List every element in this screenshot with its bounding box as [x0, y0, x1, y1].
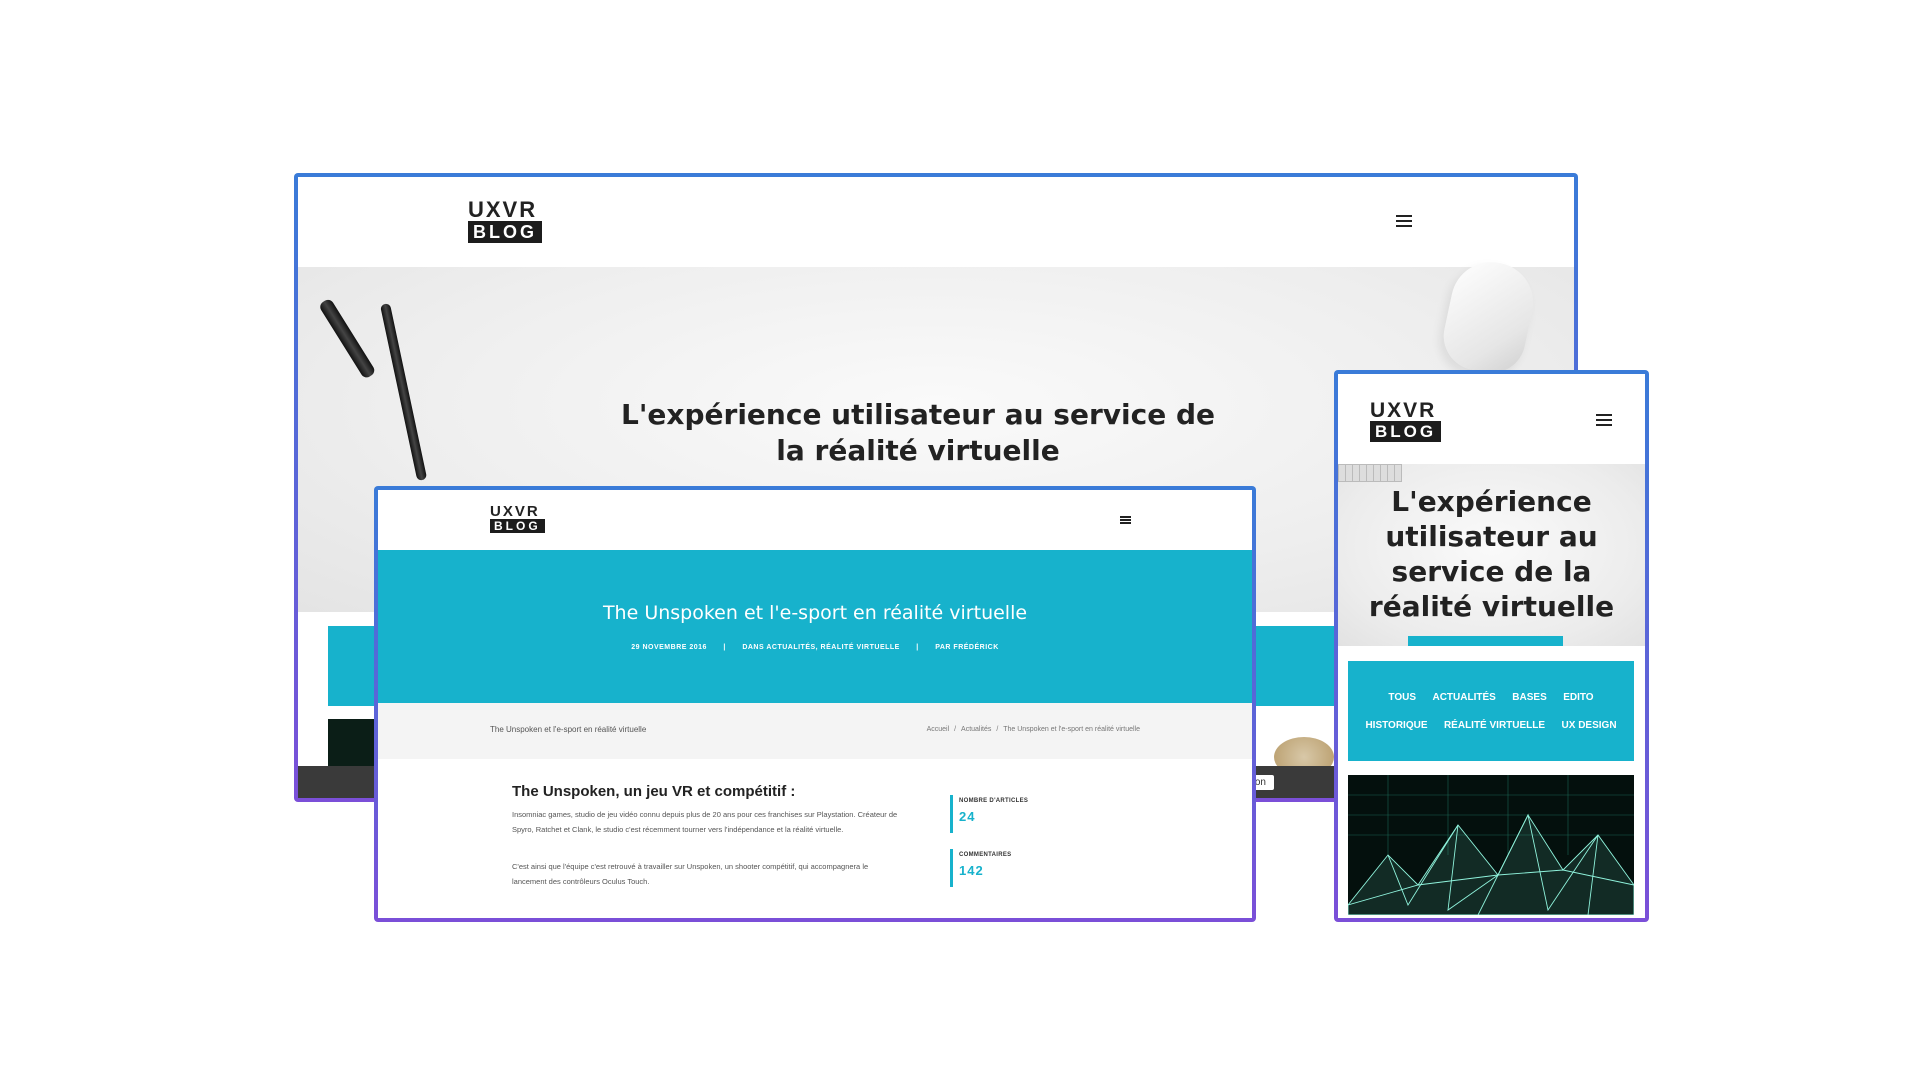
category-menu-row: HISTORIQUE RÉALITÉ VIRTUELLE UX DESIGN [1348, 715, 1634, 733]
breadcrumb-separator: / [954, 726, 957, 733]
breadcrumb-home[interactable]: Accueil [926, 726, 950, 733]
article-categories[interactable]: DANS ACTUALITÉS, RÉALITÉ VIRTUELLE [742, 644, 900, 651]
logo-blog: BLOG [490, 519, 545, 533]
meta-separator: | [723, 644, 726, 651]
breadcrumb-current: The Unspoken et l'e-sport en réalité vir… [1003, 726, 1140, 733]
hamburger-icon[interactable] [1396, 215, 1412, 227]
article-heading: The Unspoken, un jeu VR et compétitif : [512, 783, 796, 800]
mobile-header: UXVR BLOG [1338, 374, 1645, 464]
article-meta: 29 NOVEMBRE 2016 | DANS ACTUALITÉS, RÉAL… [378, 644, 1252, 651]
logo-wordmark: UXVR [490, 503, 540, 520]
stat-label: NOMBRE D'ARTICLES [959, 798, 1029, 804]
breadcrumb-section[interactable]: Actualités [961, 726, 992, 733]
category-news[interactable]: ACTUALITÉS [1432, 692, 1496, 703]
desktop-logo[interactable]: UXVR BLOG [468, 199, 542, 243]
article-paragraph: C'est ainsi que l'équipe c'est retrouvé … [512, 862, 869, 886]
breadcrumb-page-title: The Unspoken et l'e-sport en réalité vir… [490, 725, 647, 734]
hero-title-line1: L'expérience [1391, 485, 1592, 518]
article-body: The Unspoken, un jeu VR et compétitif : … [378, 759, 1252, 918]
category-all[interactable]: TOUS [1388, 692, 1417, 703]
desktop-header: UXVR BLOG [298, 177, 1574, 267]
mobile-preview: UXVR BLOG L'expérience utilisateur au se… [1334, 370, 1649, 922]
article-date: 29 NOVEMBRE 2016 [631, 644, 707, 651]
category-vr[interactable]: RÉALITÉ VIRTUELLE [1443, 720, 1546, 731]
wireframe-mountains-image [1348, 775, 1634, 915]
stat-value: 142 [959, 863, 984, 878]
hero-title-line1: L'expérience utilisateur au service de [621, 398, 1215, 431]
hamburger-icon[interactable] [1596, 414, 1612, 426]
stat-articles: NOMBRE D'ARTICLES 24 [950, 795, 1028, 833]
hamburger-icon[interactable] [1120, 516, 1131, 524]
category-history[interactable]: HISTORIQUE [1365, 720, 1428, 731]
mobile-logo[interactable]: UXVR BLOG [1370, 399, 1442, 442]
mousepad-image [1408, 636, 1563, 646]
stat-value: 24 [959, 809, 976, 824]
tablet-logo[interactable]: UXVR BLOG [490, 504, 545, 533]
logo-blog: BLOG [1370, 421, 1442, 442]
mobile-hero-title: L'expérience utilisateur au service de l… [1338, 484, 1645, 624]
logo-wordmark: UXVR [1370, 399, 1437, 422]
cookie-button[interactable]: on [1246, 775, 1274, 790]
hero-title-line2: la réalité virtuelle [776, 434, 1060, 467]
meta-separator: | [916, 644, 919, 651]
hero-title-line3: service de la [1391, 555, 1592, 588]
pen-image [380, 302, 428, 482]
hero-title-line2: utilisateur au [1385, 520, 1598, 553]
tablet-header: UXVR BLOG [378, 490, 1252, 550]
article-title: The Unspoken et l'e-sport en réalité vir… [602, 602, 1028, 624]
category-ux-design[interactable]: UX DESIGN [1561, 720, 1617, 731]
category-basics[interactable]: BASES [1512, 692, 1547, 703]
mouse-image [1437, 254, 1541, 380]
breadcrumb-bar: The Unspoken et l'e-sport en réalité vir… [378, 703, 1252, 759]
category-menu-row: TOUS ACTUALITÉS BASES EDITO [1348, 687, 1634, 705]
breadcrumb: Accueil / Actualités / The Unspoken et l… [924, 726, 1140, 733]
article-paragraph: Insomniac games, studio de jeu vidéo con… [512, 810, 898, 834]
tablet-preview: UXVR BLOG The Unspoken et l'e-sport en r… [374, 486, 1256, 922]
hero-title-line4: réalité virtuelle [1368, 590, 1615, 623]
hero-title: L'expérience utilisateur au service de l… [598, 397, 1238, 469]
article-banner: The Unspoken et l'e-sport en réalité vir… [378, 550, 1252, 703]
vr-wireframe-image[interactable] [1348, 775, 1634, 915]
article-author[interactable]: PAR FRÉDÉRICK [935, 644, 999, 651]
mobile-hero: L'expérience utilisateur au service de l… [1338, 464, 1645, 646]
category-edito[interactable]: EDITO [1563, 692, 1594, 703]
pen-cap-image [318, 297, 377, 380]
logo-blog: BLOG [468, 221, 542, 243]
stat-comments: COMMENTAIRES 142 [950, 849, 1012, 887]
logo-wordmark: UXVR [468, 197, 538, 222]
stat-label: COMMENTAIRES [959, 852, 1012, 858]
breadcrumb-separator: / [996, 726, 999, 733]
keyboard-image [1338, 464, 1402, 482]
category-menu: TOUS ACTUALITÉS BASES EDITO HISTORIQUE R… [1348, 661, 1634, 761]
